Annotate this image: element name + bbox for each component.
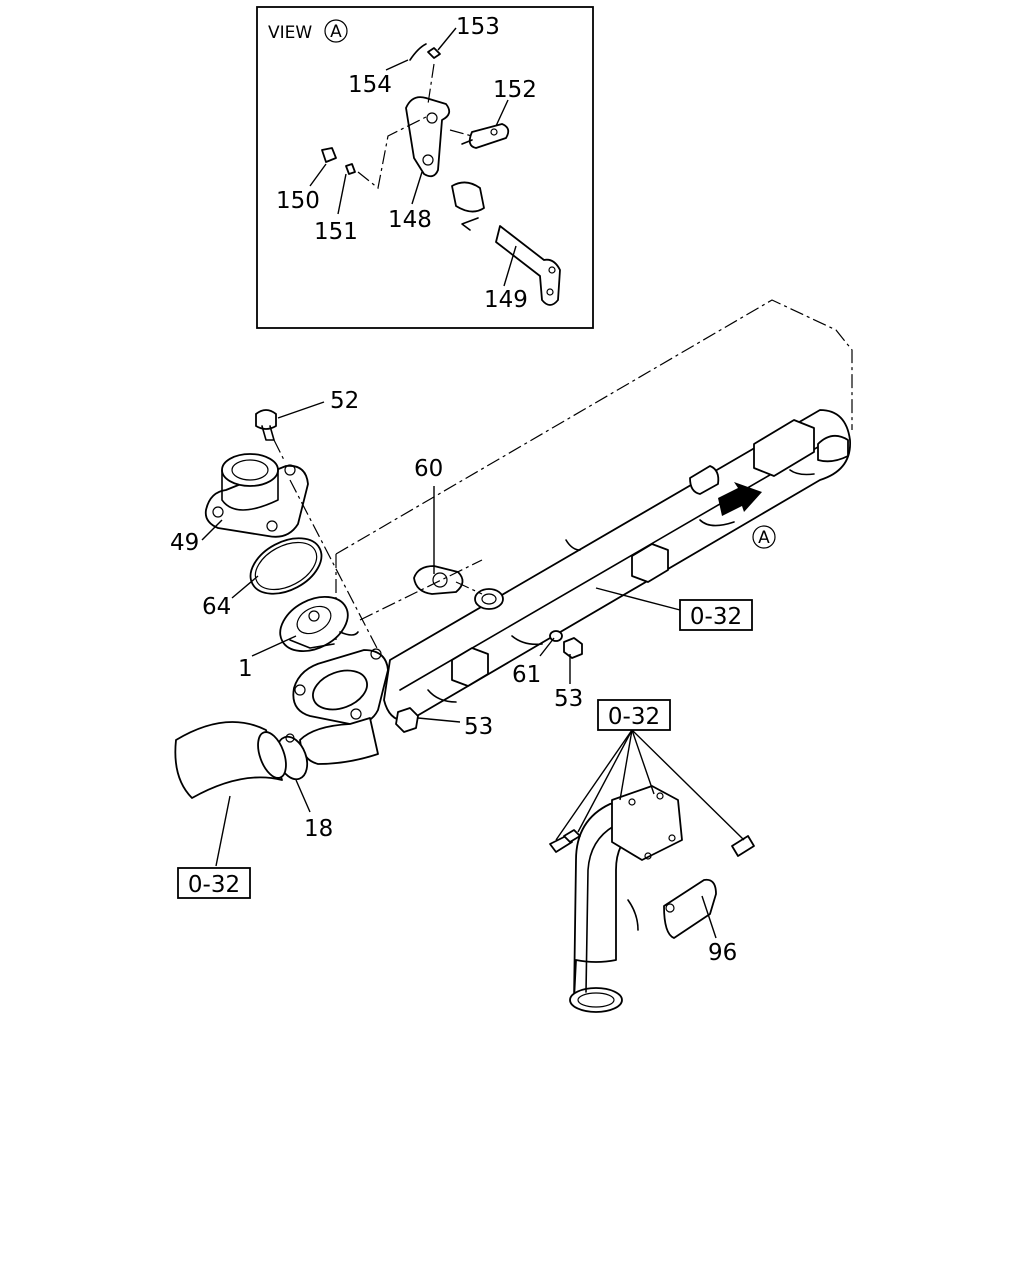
label-18: 18 [304, 816, 333, 842]
view-a-title: VIEW [268, 23, 312, 43]
label-152: 152 [493, 77, 537, 103]
view-a-ref-circle [752, 525, 776, 549]
label-52: 52 [330, 388, 359, 414]
washer-61 [549, 630, 563, 642]
nut-150 [321, 147, 337, 163]
engine-outline [335, 299, 853, 640]
link-148 [405, 96, 451, 178]
view-a-arrow [718, 482, 762, 516]
ref-box-elbow: 0-32 [597, 699, 671, 731]
water-pipe [383, 409, 851, 722]
label-53-right: 53 [554, 686, 583, 712]
bracket-96 [663, 878, 717, 939]
nut-53-left [395, 707, 419, 733]
gasket-60 [413, 565, 464, 595]
bolt-52 [255, 409, 277, 430]
ref-box-pipe-text: 0-32 [690, 604, 742, 630]
clip-154 [409, 43, 427, 61]
view-a-inset: VIEW A 153 154 152 150 151 14 [256, 6, 594, 329]
water-pipe-assembly: A [383, 409, 851, 722]
label-148: 148 [388, 207, 432, 233]
label-153: 153 [456, 14, 500, 40]
label-64: 64 [202, 594, 231, 620]
ref-box-pipe: 0-32 [679, 599, 753, 631]
nut-53-right [563, 637, 583, 659]
washer-153 [427, 47, 441, 59]
label-1: 1 [238, 656, 253, 682]
label-61: 61 [512, 662, 541, 688]
view-a-circle [324, 19, 348, 43]
label-149: 149 [484, 287, 528, 313]
bracket-152 [468, 123, 510, 149]
label-150: 150 [276, 188, 320, 214]
thermostat-1 [279, 595, 349, 653]
thermostat-parts [174, 409, 583, 799]
o-ring-64 [249, 537, 323, 595]
ref-box-hose: 0-32 [177, 867, 251, 899]
ref-box-elbow-text: 0-32 [608, 704, 660, 730]
washer-151 [345, 163, 356, 175]
label-60: 60 [414, 456, 443, 482]
ref-box-hose-text: 0-32 [188, 872, 240, 898]
label-53-left: 53 [464, 714, 493, 740]
shaft-lever-149 [495, 225, 561, 306]
lower-elbow-pipe [549, 729, 755, 1013]
hose [174, 721, 283, 799]
view-a-ref-letter: A [758, 528, 770, 548]
flange-top [611, 785, 683, 861]
label-49: 49 [170, 530, 199, 556]
label-96: 96 [708, 940, 737, 966]
boss [451, 181, 485, 213]
view-a-circle-letter: A [330, 22, 342, 42]
label-154: 154 [348, 72, 392, 98]
main-leaders [201, 401, 717, 939]
label-151: 151 [314, 219, 358, 245]
